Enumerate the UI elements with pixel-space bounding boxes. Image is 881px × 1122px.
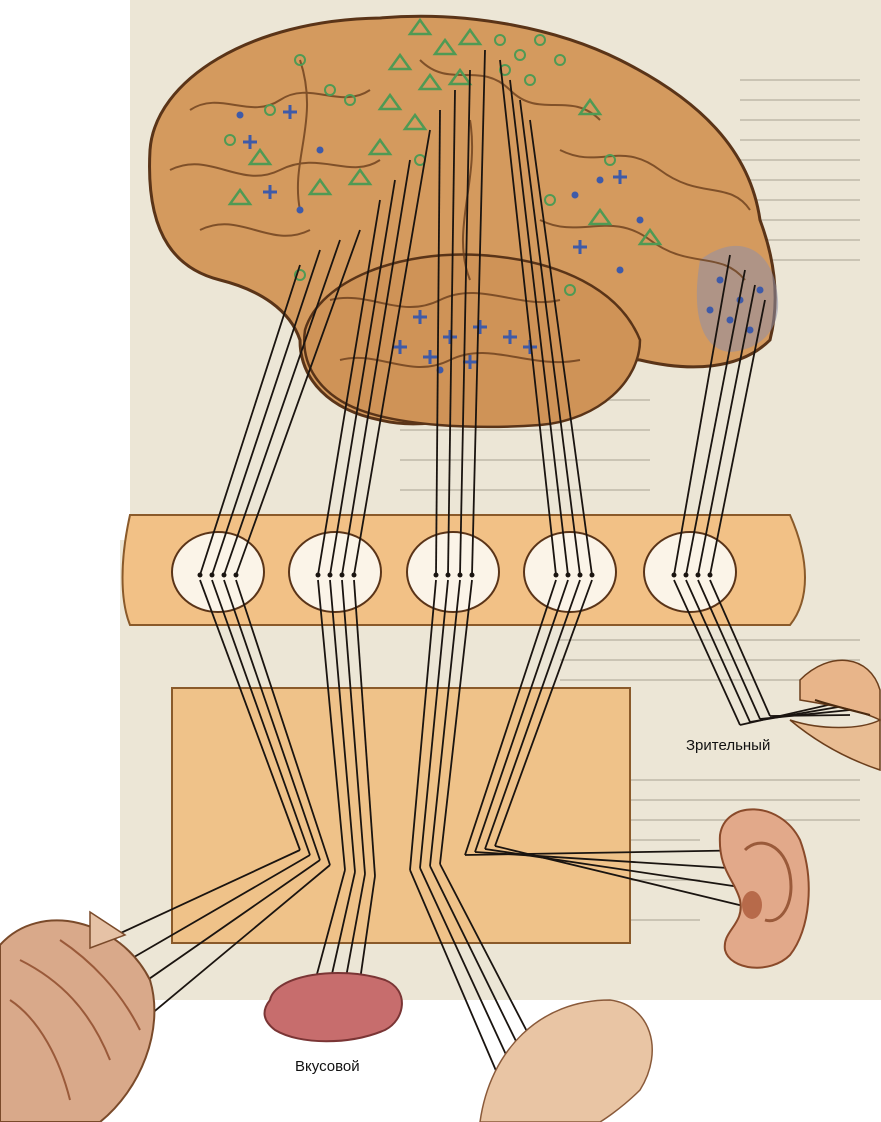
nucleus-1 bbox=[172, 532, 264, 612]
skin-organ bbox=[480, 1000, 652, 1122]
nucleus-4 bbox=[524, 532, 616, 612]
nucleus-5 bbox=[644, 532, 736, 612]
page-paper-left bbox=[0, 0, 130, 540]
tongue-organ bbox=[265, 973, 402, 1041]
lower-relay-box bbox=[172, 688, 630, 943]
label-visual: Зрительный bbox=[686, 737, 770, 754]
label-taste: Вкусовой bbox=[295, 1058, 360, 1075]
nucleus-3 bbox=[407, 532, 499, 612]
